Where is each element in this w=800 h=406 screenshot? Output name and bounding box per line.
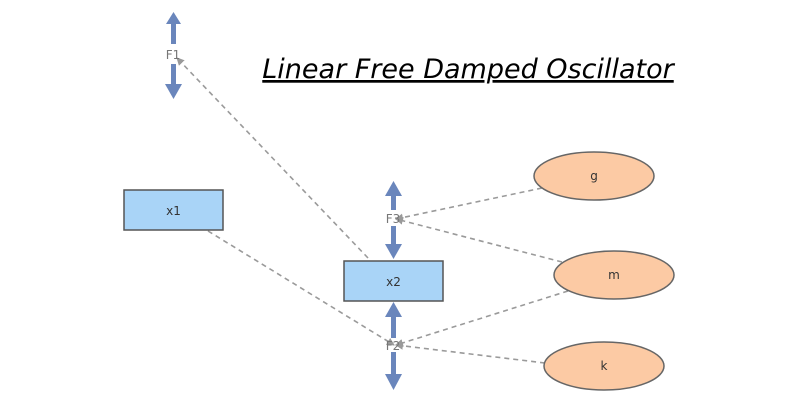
aux-ellipse [553, 250, 675, 300]
flow-arrow-up-icon [385, 302, 402, 338]
flow-F1[interactable]: F1 [165, 12, 182, 99]
flow-arrow-up-icon [385, 181, 402, 210]
aux-g[interactable]: g [533, 151, 655, 201]
aux-k[interactable]: k [543, 341, 665, 391]
stock-box [343, 260, 444, 302]
link-x2-to-F1 [176, 57, 369, 259]
flow-arrow-up-icon [166, 12, 181, 44]
aux-m[interactable]: m [553, 250, 675, 300]
link-k-to-F2 [395, 341, 546, 364]
aux-ellipse [533, 151, 655, 201]
link-m-to-F3 [395, 216, 563, 263]
link-g-to-F3 [395, 187, 543, 222]
flow-arrow-down-icon [385, 352, 402, 390]
stock-label-x2: x2 [386, 275, 401, 289]
stock-x1[interactable]: x1 [123, 189, 224, 231]
links [176, 57, 569, 364]
flow-F3[interactable]: F3 [385, 181, 402, 259]
aux-ellipse [543, 341, 665, 391]
stock-x2[interactable]: x2 [343, 260, 444, 302]
flow-F2[interactable]: F2 [385, 302, 402, 390]
stock-label-x1: x1 [166, 204, 181, 218]
stock-box [123, 189, 224, 231]
diagram-title: Linear Free Damped Oscillator [262, 54, 675, 85]
flow-label-F2: F2 [386, 339, 401, 353]
flow-arrow-down-icon [385, 226, 402, 259]
flow-label-F1: F1 [166, 48, 181, 62]
flow-arrow-down-icon [165, 64, 182, 99]
aux-label-m: m [608, 268, 620, 282]
flow-label-F3: F3 [386, 212, 401, 226]
aux-label-k: k [601, 359, 608, 373]
aux-label-g: g [590, 169, 598, 183]
link-m-to-F2 [395, 290, 569, 347]
link-x1-to-F2 [207, 230, 395, 346]
